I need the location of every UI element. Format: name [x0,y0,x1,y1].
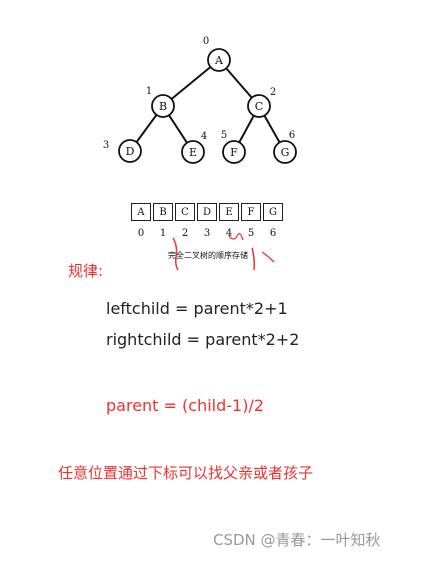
node-label: C [255,100,263,113]
array-index: 0 [137,228,145,239]
node-index: 4 [201,131,207,142]
array-cell: G [263,203,283,221]
node-index: 0 [203,36,209,47]
node-label: A [214,54,224,67]
array-index: 3 [203,228,211,239]
node-label: B [159,100,167,113]
array-index: 1 [159,228,167,239]
tree-node-e: E 4 [181,131,207,164]
handwritten-annotations [172,233,275,271]
array-cell: D [197,203,217,221]
array-cell: B [153,203,173,221]
tree-node-g: G 6 [273,130,297,164]
watermark: CSDN @青春：一叶知秋 [213,531,381,549]
array-cell: A [131,203,151,221]
tree-node-f: F 5 [221,130,246,164]
array-index: 6 [269,228,277,239]
parent-formula: parent = (child-1)/2 [106,396,265,415]
array-cell: E [219,203,239,221]
tree-node-c: C 2 [247,87,276,118]
node-index: 5 [221,130,227,141]
red-pen-stroke [172,237,179,271]
array-caption: 完全二叉树的顺序存储 [168,251,248,260]
array-index: 2 [181,228,189,239]
rules-title: 规律: [68,262,104,280]
node-label: G [281,146,290,159]
red-pen-stroke [251,247,255,271]
node-label: F [230,146,238,159]
tree-node-b: B 1 [146,86,175,118]
array-index: 5 [247,228,255,239]
red-pen-stroke [261,251,275,263]
edge-a-b [162,59,220,107]
leftchild-formula: leftchild = parent*2+1 [106,299,288,318]
node-index: 6 [289,130,295,141]
rightchild-formula: rightchild = parent*2+2 [106,330,300,349]
node-label: E [189,146,197,159]
red-pen-stroke [228,233,244,241]
node-index: 2 [270,87,276,98]
node-index: 3 [103,140,109,151]
binary-tree-diagram: A 0 B 1 C 2 D 3 E 4 F 5 G 6 [103,36,297,164]
tree-node-a: A 0 [203,36,231,72]
array-index: 4 [225,228,233,239]
array-cell: F [241,203,261,221]
array-cell: C [175,203,195,221]
tree-node-d: D 3 [103,139,142,163]
node-label: D [126,145,135,158]
node-index: 1 [146,86,152,97]
note-text: 任意位置通过下标可以找父亲或者孩子 [58,464,314,482]
